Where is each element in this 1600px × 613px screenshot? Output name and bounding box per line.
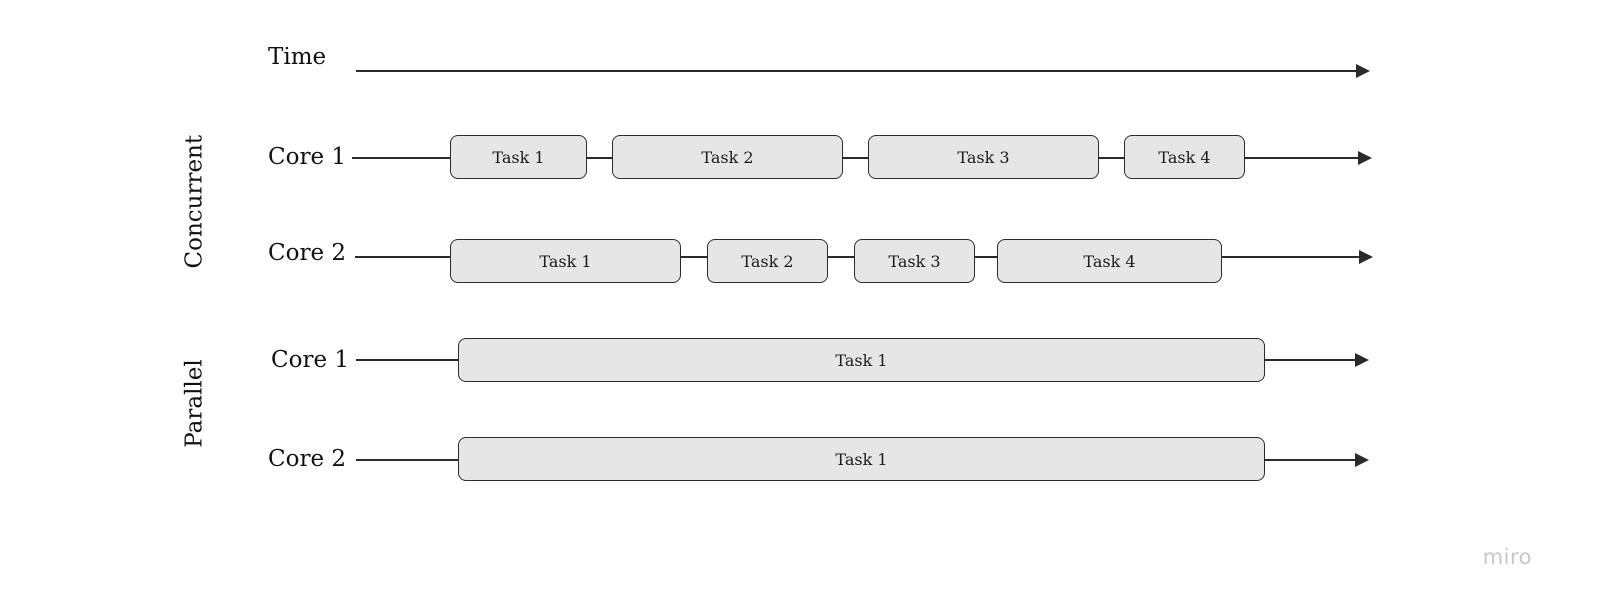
time-label: Time [268,44,327,70]
row-arrow-icon [1355,353,1369,367]
section-label-concurrent: Concurrent [181,134,208,269]
core-label: Core 1 [268,144,346,170]
time-axis-line [356,70,1358,72]
core-label: Core 2 [268,240,346,266]
time-axis-arrow-icon [1356,64,1370,78]
row-arrow-icon [1355,453,1369,467]
task-block: Task 2 [612,135,843,179]
task-block: Task 3 [854,239,975,283]
task-block: Task 4 [997,239,1222,283]
row-arrow-icon [1359,250,1373,264]
task-block: Task 2 [707,239,828,283]
task-block: Task 1 [450,135,587,179]
row-line [352,157,1358,159]
miro-watermark: miro [1482,545,1532,569]
section-label-parallel: Parallel [181,359,208,448]
row-arrow-icon [1358,151,1372,165]
task-block: Task 1 [458,338,1265,382]
core-label: Core 2 [268,446,346,472]
core-label: Core 1 [271,347,349,373]
task-block: Task 1 [450,239,681,283]
task-block: Task 3 [868,135,1099,179]
task-block: Task 4 [1124,135,1245,179]
task-block: Task 1 [458,437,1265,481]
